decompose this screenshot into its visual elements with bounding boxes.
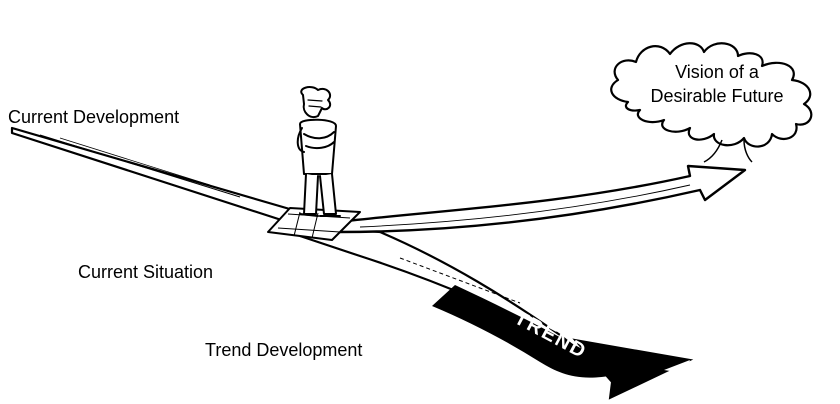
current-development-road bbox=[10, 126, 302, 228]
trend-road: TREND bbox=[298, 223, 694, 400]
current-development-label: Current Development bbox=[8, 107, 180, 127]
cloud-caption-line-1: Vision of a bbox=[675, 62, 759, 82]
cloud-caption: Vision of a Desirable Future bbox=[628, 60, 806, 108]
vision-road bbox=[336, 164, 747, 234]
thinking-person-icon bbox=[296, 86, 341, 217]
trend-arrow-band bbox=[432, 285, 615, 378]
trend-arrow-head bbox=[572, 338, 694, 400]
current-situation-label: Current Situation bbox=[78, 262, 214, 282]
cloud-caption-line-2: Desirable Future bbox=[650, 86, 784, 106]
trend-development-label: Trend Development bbox=[205, 340, 363, 360]
vision-cloud bbox=[610, 42, 813, 163]
